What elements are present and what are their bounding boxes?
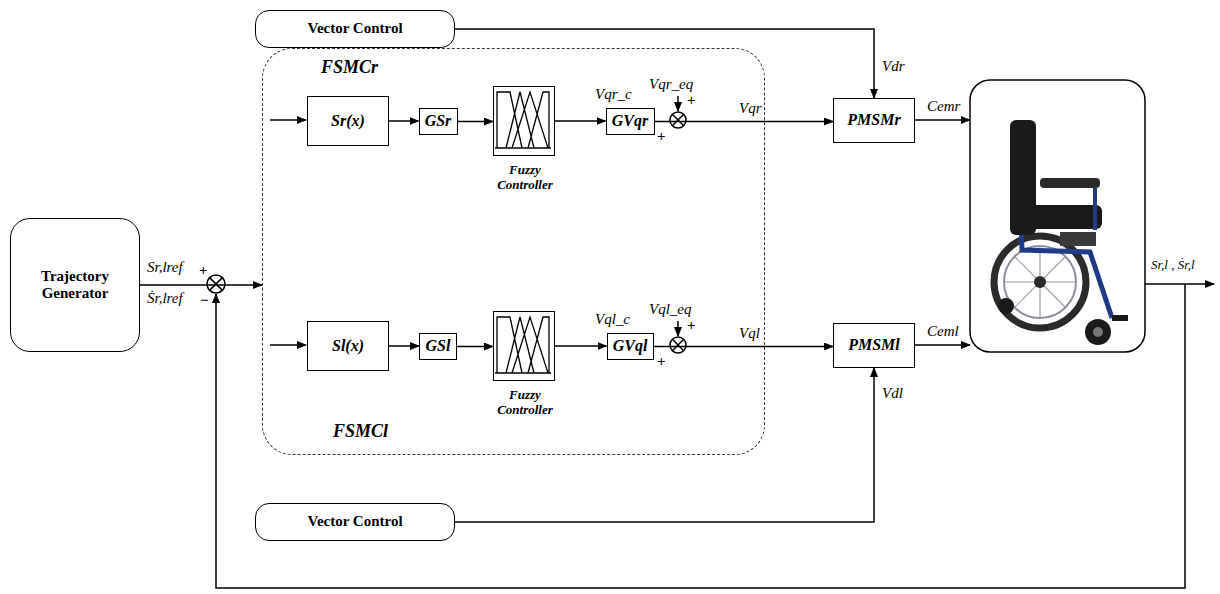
box-title: Vector Control — [307, 20, 402, 37]
signal-name: Vqr_c — [594, 86, 633, 103]
sign-mark: + — [656, 128, 667, 145]
fuzzy-box: Fuzzy Controller — [493, 86, 555, 156]
signal-name: Vqr_eq — [648, 76, 694, 93]
region-title: FSMCl — [333, 421, 388, 442]
control-box: Vector Control — [255, 503, 455, 541]
signal-connector — [555, 120, 606, 122]
signal-connector — [455, 368, 874, 522]
block-symbol: PMSMl — [848, 336, 900, 354]
block-caption: Fuzzy Controller — [480, 163, 570, 193]
fuzzy-box: Fuzzy Controller — [493, 311, 555, 381]
sign-mark: + — [686, 317, 697, 334]
block-box: GSl — [419, 333, 457, 360]
signal-name: Vqr — [738, 100, 763, 117]
signal-connector — [389, 120, 419, 122]
block-box: GVql — [607, 333, 654, 360]
block-symbol: GVqr — [612, 112, 648, 130]
signal-name: Sr,l , Ṡr,l — [1150, 258, 1196, 272]
signal-connector — [458, 121, 494, 123]
block-box: GSr — [419, 108, 458, 135]
sign-mark: − — [199, 292, 210, 309]
block-caption: Fuzzy Controller — [480, 388, 570, 418]
wheelchair-frame — [970, 80, 1145, 352]
signal-name: Vdr — [881, 58, 906, 75]
signal-connector — [555, 345, 607, 347]
signal-connector — [455, 29, 874, 98]
signal-connector — [655, 121, 834, 123]
sign-mark: + — [686, 92, 697, 109]
signal-name: Ṡr,lref — [146, 290, 184, 307]
summing-junction — [207, 275, 225, 293]
block-symbol: GSr — [425, 112, 452, 130]
motor-box: PMSMl — [833, 323, 915, 368]
signal-name: Vql_eq — [648, 301, 693, 318]
block-box: Sl(x) — [307, 321, 389, 371]
signal-name: Vdl — [881, 385, 904, 402]
box-title: Vector Control — [307, 513, 402, 530]
wheelchair-illustration — [994, 120, 1128, 345]
motor-box: PMSMr — [833, 98, 915, 143]
block-symbol: Sl(x) — [332, 337, 364, 355]
signal-connector — [654, 346, 834, 348]
signal-name: Vql — [738, 325, 761, 342]
signal-name: Vql_c — [594, 311, 631, 328]
block-symbol: PMSMr — [847, 111, 900, 129]
block-symbol: Sr(x) — [331, 112, 365, 130]
block-box: GVqr — [606, 108, 655, 135]
region-title: FSMCr — [321, 57, 378, 78]
signal-connector — [457, 346, 493, 348]
signal-name: Cemr — [926, 98, 961, 115]
block-symbol: GSl — [426, 337, 451, 355]
control-box: Vector Control — [255, 10, 455, 48]
membership-functions — [495, 92, 551, 373]
block-box: Sr(x) — [307, 96, 389, 146]
box-title: Trajectory Generator — [25, 268, 125, 303]
signal-name: Sr,lref — [146, 259, 184, 276]
signal-connector — [140, 284, 262, 286]
signal-connector — [389, 345, 419, 347]
sign-mark: + — [656, 353, 667, 370]
controller-region: FSMCrFSMClSr(x)GSrFuzzy ControllerGVqrSl… — [262, 48, 765, 455]
sign-mark: + — [198, 262, 209, 279]
block-symbol: GVql — [613, 337, 648, 355]
generator-box: Trajectory Generator — [10, 218, 140, 352]
signal-name: Ceml — [926, 323, 960, 340]
